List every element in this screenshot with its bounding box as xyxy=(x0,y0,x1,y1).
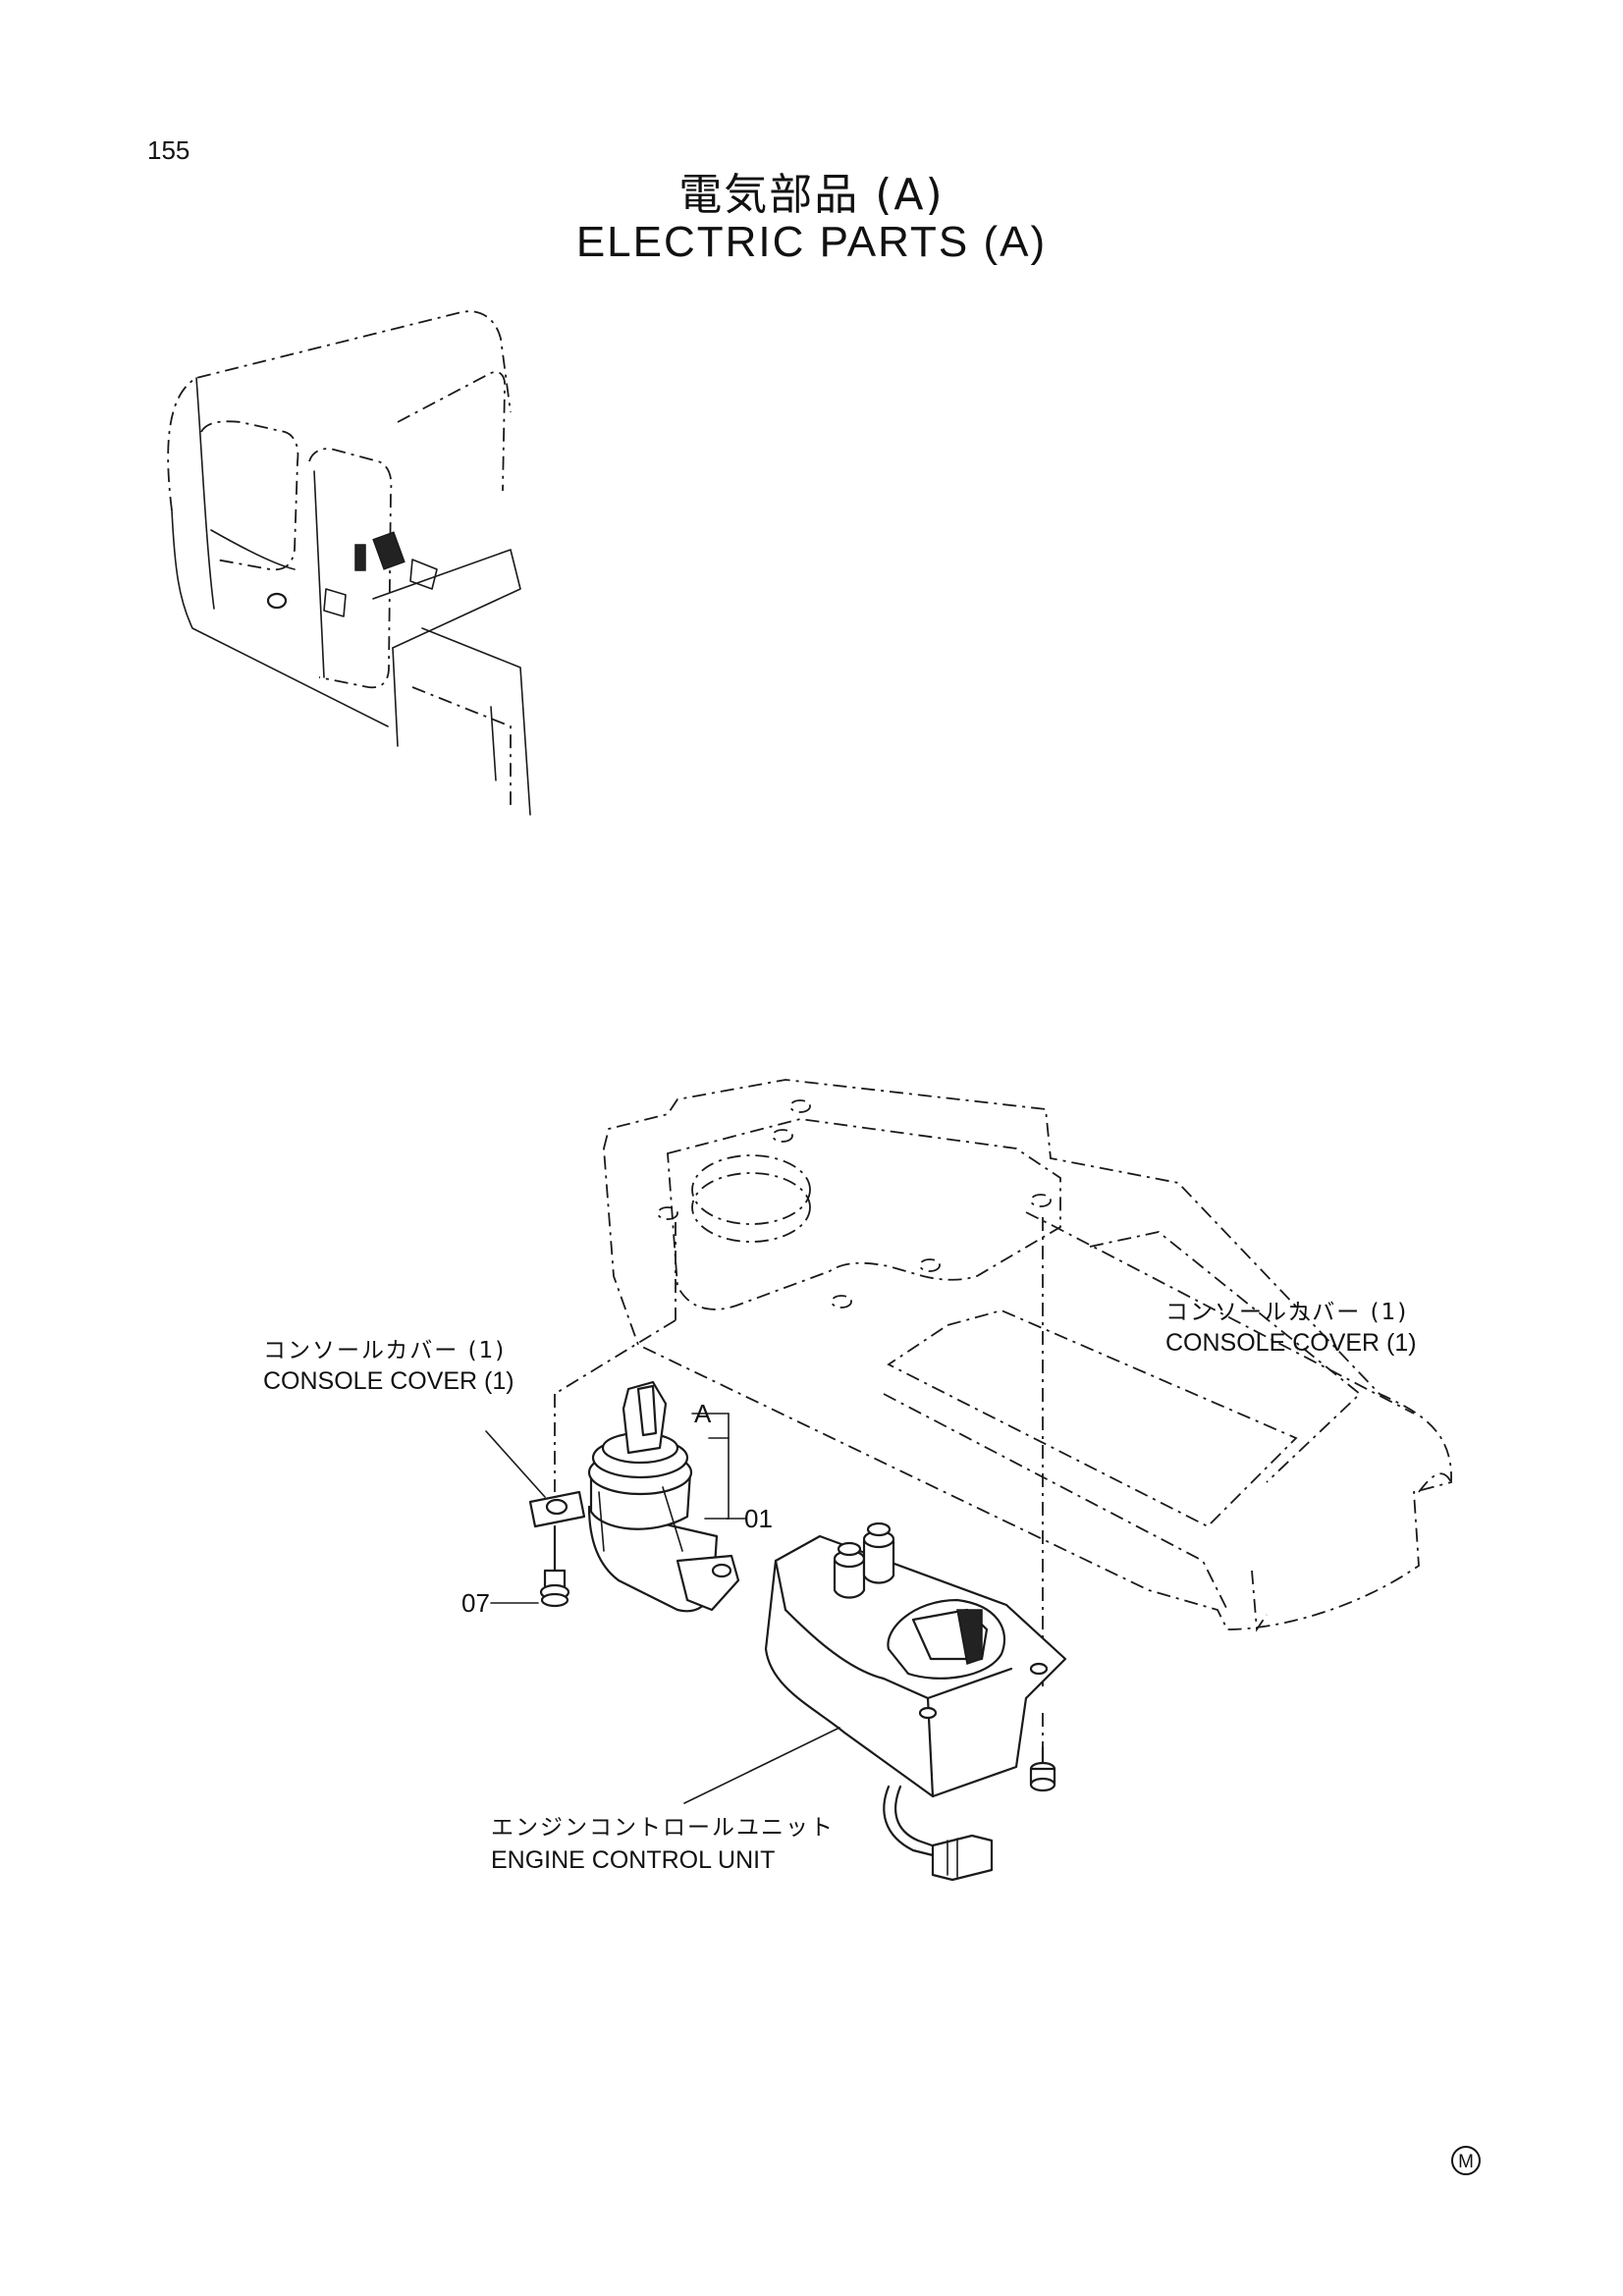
page-title-english: ELECTRIC PARTS (A) xyxy=(575,218,1048,266)
console-cover-drawing xyxy=(603,1079,1452,1632)
console-cover-right-label-jp: コンソールカバー (1) xyxy=(1165,1300,1409,1325)
page-title-japanese: 電気部品 (A) xyxy=(678,170,945,220)
engine-control-unit-drawing xyxy=(764,1522,1067,1882)
engine-control-unit-label-jp: エンジンコントロールユニット xyxy=(491,1815,835,1841)
corner-m-mark: M xyxy=(1451,2146,1481,2175)
key-switch-drawing xyxy=(528,1380,740,1613)
callout-07: 07 xyxy=(461,1588,490,1618)
callout-01: 01 xyxy=(744,1504,773,1533)
callout-a: A xyxy=(694,1399,712,1428)
console-bolt-drawing xyxy=(1029,1745,1056,1792)
engine-control-unit-label-en: ENGINE CONTROL UNIT xyxy=(491,1846,776,1874)
page-number: 155 xyxy=(147,135,190,165)
console-cover-left-label-en: CONSOLE COVER (1) xyxy=(263,1367,514,1395)
leader-lines xyxy=(485,1413,840,1804)
console-cover-right-label-en: CONSOLE COVER (1) xyxy=(1165,1329,1417,1357)
cab-outline xyxy=(167,310,531,816)
console-cover-left-label-jp: コンソールカバー (1) xyxy=(263,1338,507,1363)
screw-07-drawing xyxy=(539,1524,570,1608)
